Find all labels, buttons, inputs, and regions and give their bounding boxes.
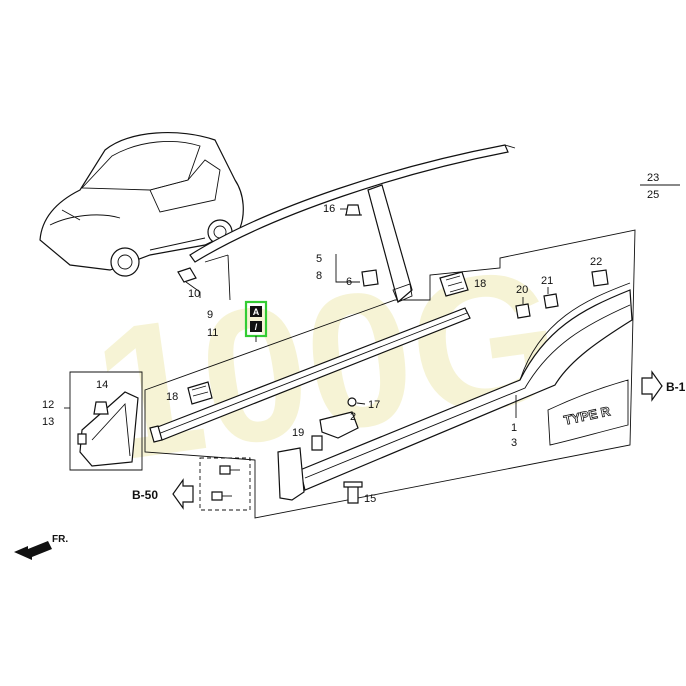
front-label: FR. <box>52 534 68 545</box>
mud-guard <box>277 447 305 501</box>
label-14: 14 <box>96 379 108 391</box>
label-6: 6 <box>346 276 352 288</box>
label-12: 12 <box>42 399 54 411</box>
label-13: 13 <box>42 416 54 428</box>
sill-section-outline <box>144 229 636 519</box>
clip-19 <box>311 435 323 451</box>
clip-10 <box>177 267 201 298</box>
label-2: 2 <box>350 411 356 423</box>
bolt-15 <box>343 481 363 504</box>
label-25: 25 <box>647 189 659 201</box>
roof-molding-outline <box>504 144 680 186</box>
highlight-bottom: / <box>255 322 258 332</box>
clip-6 <box>361 269 379 287</box>
fender-garnish-outline <box>69 371 143 471</box>
leader-9-11 <box>204 254 231 301</box>
clip-14b <box>77 433 87 445</box>
screw-upper <box>219 465 240 475</box>
clip-21 <box>543 293 559 309</box>
car-illustration <box>39 132 244 277</box>
label-17: 17 <box>368 399 380 411</box>
label-11: 11 <box>207 327 218 339</box>
roof-molding <box>189 144 509 263</box>
label-3: 3 <box>511 437 517 449</box>
label-21: 21 <box>541 275 553 287</box>
clip-14 <box>93 401 109 415</box>
ref-arrow-b1 <box>641 370 663 402</box>
label-9: 9 <box>207 309 213 321</box>
front-arrow <box>14 541 52 560</box>
screw-box <box>199 457 251 511</box>
ref-b1: B-1 <box>666 380 686 394</box>
screw-lower <box>211 491 232 501</box>
fender-garnish <box>79 391 139 467</box>
clip-18-upper <box>439 271 469 297</box>
label-18a: 18 <box>474 278 486 290</box>
side-sill-garnish <box>299 289 633 491</box>
clip-22 <box>591 269 609 287</box>
clip-18-lower <box>187 381 213 405</box>
label-20: 20 <box>516 284 528 296</box>
ref-arrow-b50 <box>172 478 194 510</box>
clip-16 <box>345 204 362 216</box>
bracket-2 <box>319 411 359 439</box>
ref-b50: B-50 <box>132 488 158 502</box>
label-23: 23 <box>647 172 659 184</box>
label-19: 19 <box>292 427 304 439</box>
label-15: 15 <box>364 493 376 505</box>
label-10: 10 <box>188 288 200 300</box>
label-22: 22 <box>590 256 602 268</box>
pillar-garnish <box>367 184 413 304</box>
label-1: 1 <box>511 422 517 434</box>
clip-17 <box>347 397 357 407</box>
highlight-top: A <box>253 307 260 317</box>
label-16a: 16 <box>323 203 335 215</box>
label-18b: 18 <box>166 391 178 403</box>
clip-20 <box>515 303 531 319</box>
label-8: 8 <box>316 270 322 282</box>
emblem-text: TYPE R <box>563 403 613 428</box>
label-5: 5 <box>316 253 322 265</box>
